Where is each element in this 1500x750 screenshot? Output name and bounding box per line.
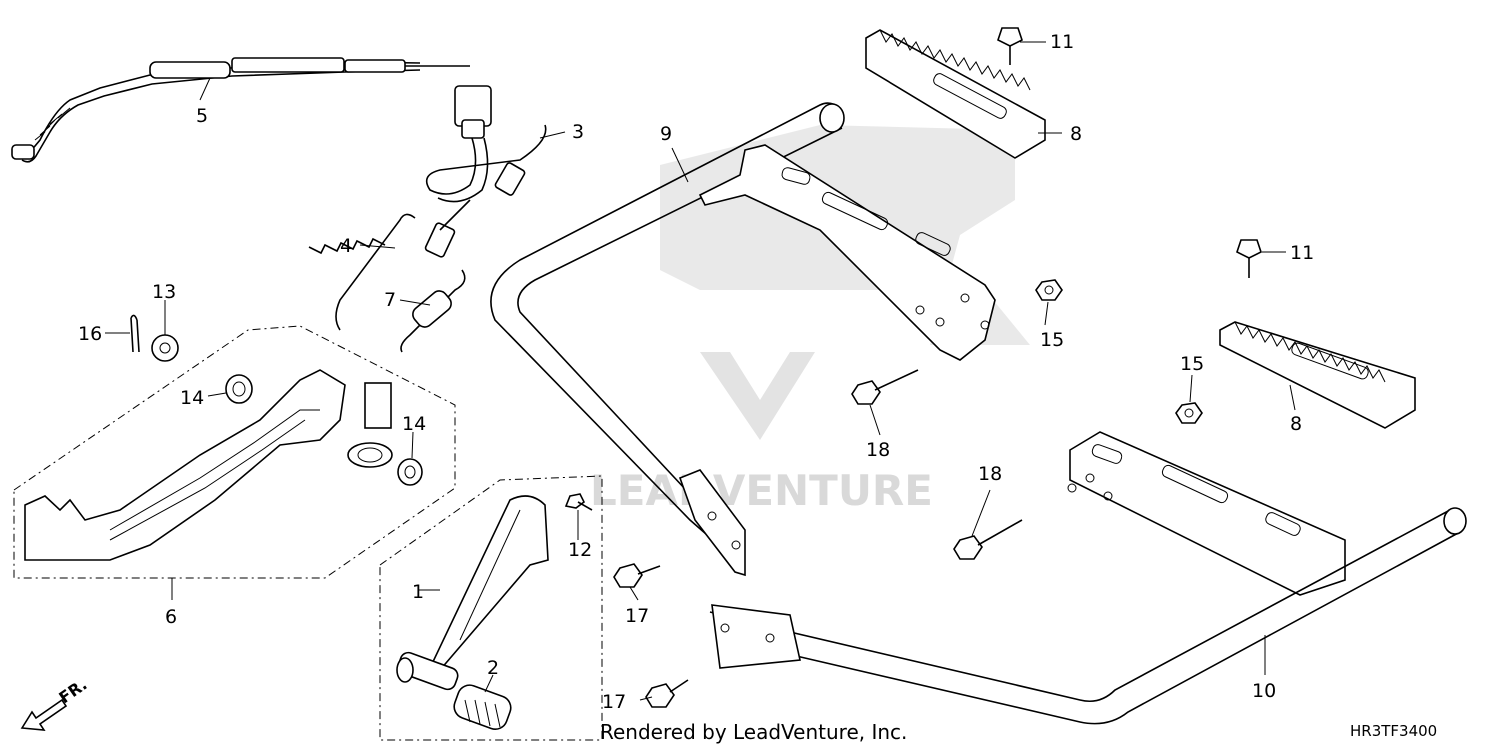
bolt-part-17-lower [645,679,689,708]
callout-8-lower: 8 [1290,413,1302,435]
footpeg-part-8-upper [865,29,1046,159]
callout-1: 1 [412,581,424,603]
nut-part-15-lower [1175,402,1203,424]
front-arrow-icon [20,698,68,731]
bolt-part-18-upper [851,369,919,405]
callout-17-upper: 17 [625,605,649,627]
callout-17-lower: 17 [602,691,626,713]
callout-15-lower: 15 [1180,353,1204,375]
washer-part-13 [151,334,179,362]
spring-part-7 [400,269,466,353]
pin-part-16 [130,314,140,353]
bolt-part-18-lower [953,519,1023,560]
spring-part-4 [308,213,416,331]
pedal-rubber-part-2 [453,684,512,730]
callout-4: 4 [340,235,352,257]
cable-part-5 [11,57,470,163]
switch-part-3 [424,85,547,258]
watermark: LEADVENTURE [590,352,933,515]
callout-2: 2 [487,657,499,679]
bolt-part-11-upper [997,27,1023,65]
watermark-text: LEADVENTURE [590,466,933,515]
bolt-part-17-upper [613,563,661,588]
step-bar-part-9 [490,102,996,577]
step-bar-part-10 [709,431,1467,725]
callout-9: 9 [660,123,672,145]
callout-14-right: 14 [402,413,426,435]
footer-credit: Rendered by LeadVenture, Inc. [600,720,907,744]
diagram-code: HR3TF3400 [1350,722,1437,740]
callout-18-lower: 18 [978,463,1002,485]
bolt-part-12 [564,493,593,511]
callout-13: 13 [152,281,176,303]
callout-16: 16 [78,323,102,345]
bolt-part-11-lower [1236,239,1262,278]
callout-11-lower: 11 [1290,242,1314,264]
pedal-assembly-part-6 [13,325,456,579]
callout-11-upper: 11 [1050,31,1074,53]
callout-12: 12 [568,539,592,561]
front-indicator: FR. [20,675,91,731]
callouts: 1 2 3 4 5 6 7 8 8 9 10 11 11 12 13 14 14… [78,31,1314,713]
callout-7: 7 [384,289,396,311]
callout-8-upper: 8 [1070,123,1082,145]
callout-15-upper: 15 [1040,329,1064,351]
leader-lines [105,41,1296,701]
callout-14-left: 14 [180,387,204,409]
footpeg-part-8-lower [1219,321,1416,429]
nut-part-15-upper [1035,279,1063,301]
callout-18-upper: 18 [866,439,890,461]
pedal-part-1 [379,475,603,741]
callout-5: 5 [196,105,208,127]
callout-6: 6 [165,606,177,628]
callout-10: 10 [1252,680,1276,702]
callout-3: 3 [572,121,584,143]
